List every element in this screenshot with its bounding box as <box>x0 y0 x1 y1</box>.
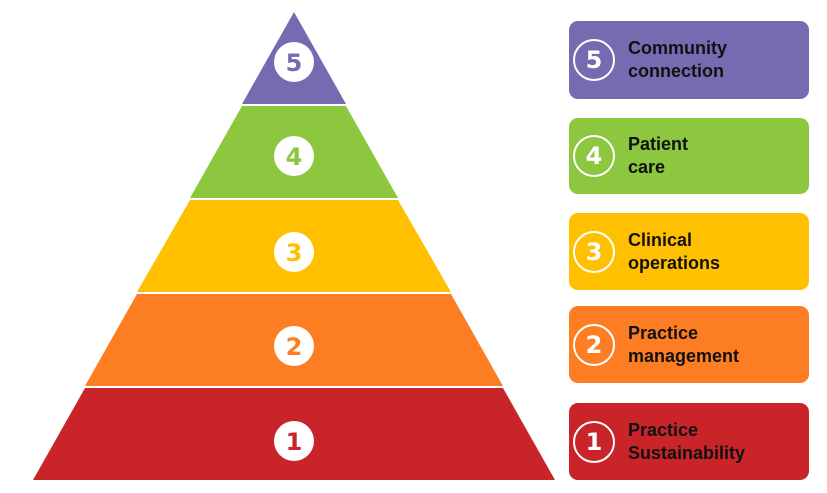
pyramid-number-3: 3 <box>286 239 303 267</box>
pyramid-number-4: 4 <box>286 143 303 171</box>
pyramid-number-1: 1 <box>286 428 303 456</box>
number-badge: 3 <box>573 230 615 273</box>
number-badge: 2 <box>573 323 615 366</box>
pyramid-number-2: 2 <box>286 333 303 361</box>
pyramid-badges: 5 4 3 2 1 <box>274 42 314 461</box>
pyramid-number-5: 5 <box>286 49 303 77</box>
number-badge: 4 <box>573 135 615 177</box>
number-badge: 1 <box>573 420 615 463</box>
number-badge: 5 <box>573 39 615 81</box>
